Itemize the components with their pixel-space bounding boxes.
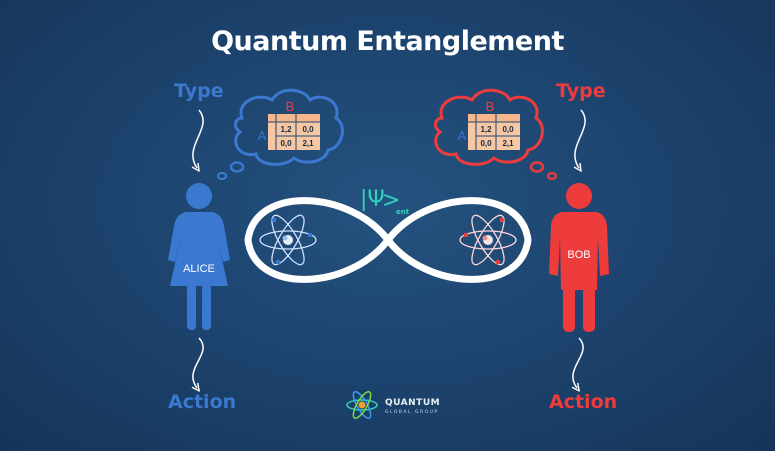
alice-matrix-cell: 0,0: [280, 139, 292, 148]
atom-icon: [259, 214, 317, 266]
alice-figure: [168, 183, 230, 330]
alice-matrix-col-label: B: [286, 99, 295, 114]
bob-thought-bubble: [434, 88, 558, 181]
infinity-loop: [244, 197, 532, 283]
state-subscript: ent: [396, 208, 410, 216]
alice-action-arrow: [193, 337, 204, 388]
logo-name: QUANTUM: [385, 398, 441, 408]
bob-action-label: Action: [549, 391, 618, 413]
entangled-state-symbol: |Ψ > ent: [360, 187, 410, 216]
bob-matrix-col-label: B: [486, 99, 495, 114]
bob-action-arrow: [573, 337, 584, 388]
state-ket: >: [382, 188, 400, 213]
bob-matrix-cell: 0,0: [480, 139, 492, 148]
logo-tagline: GLOBAL GROUP: [385, 410, 439, 415]
alice-name: ALICE: [183, 263, 215, 275]
atom-icon: [346, 390, 378, 420]
alice-payoff-matrix: B A 1,2 0,0 0,0 2,1: [258, 99, 320, 150]
bob-type-arrow: [575, 109, 586, 168]
alice-matrix-cell: 1,2: [280, 125, 292, 134]
alice-type-label: Type: [174, 80, 224, 102]
bob-matrix-cell: 0,0: [502, 125, 514, 134]
bob-type-label: Type: [556, 80, 606, 102]
bob-name: BOB: [567, 249, 590, 261]
atom-icon: [459, 214, 517, 266]
alice-action-label: Action: [168, 391, 237, 413]
alice-matrix-cell: 0,0: [302, 125, 314, 134]
bob-figure: [549, 183, 609, 332]
alice-type-arrow: [193, 109, 204, 168]
alice-thought-bubble: [216, 88, 344, 181]
alice-matrix-row-label: A: [258, 128, 267, 143]
bob-matrix-cell: 2,1: [502, 139, 514, 148]
bob-matrix-cell: 1,2: [480, 125, 492, 134]
alice-matrix-cell: 2,1: [302, 139, 314, 148]
bob-payoff-matrix: B A 1,2 0,0 0,0 2,1: [458, 99, 520, 150]
diagram-title: Quantum Entanglement: [211, 26, 564, 57]
bob-matrix-row-label: A: [458, 128, 467, 143]
state-psi: |Ψ: [360, 187, 385, 212]
